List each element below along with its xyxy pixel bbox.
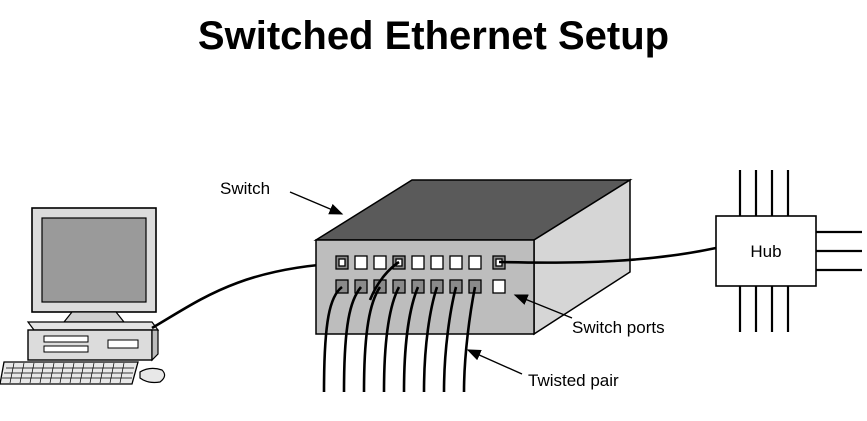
twisted-pair-cables (322, 285, 477, 393)
system-unit (26, 321, 160, 362)
switch-arrow (289, 191, 344, 215)
computer-cable (151, 261, 346, 330)
hub: Hub (715, 170, 862, 332)
switch-ports-arrow (513, 294, 573, 319)
twisted-pair-arrow (466, 349, 523, 375)
mouse (139, 367, 166, 384)
switch (313, 178, 633, 336)
twisted-pair-label: Twisted pair (528, 371, 619, 390)
switch-ports-label: Switch ports (572, 318, 665, 337)
uplink-cable-short (368, 260, 400, 301)
keyboard (0, 361, 139, 385)
hub-cable (498, 246, 717, 264)
hub-label: Hub (750, 242, 781, 261)
diagram-title: Switched Ethernet Setup (197, 14, 670, 58)
switch-ports-bottom-row (335, 279, 506, 294)
monitor (31, 207, 157, 323)
switch-ports-top-row (335, 255, 506, 270)
computer (0, 207, 166, 385)
switch-label: Switch (220, 179, 270, 198)
hub-box (715, 215, 817, 287)
